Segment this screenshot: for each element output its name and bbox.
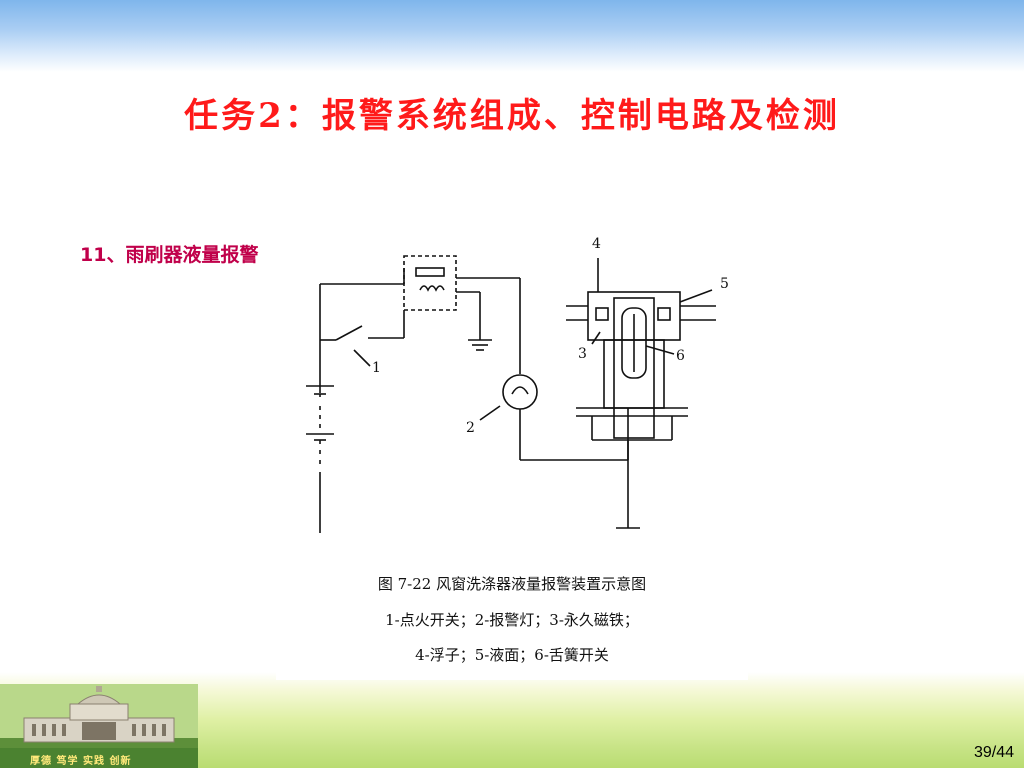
slide-title: 任务2：报警系统组成、控制电路及检测 (184, 96, 840, 136)
label-magnet: 3 (578, 346, 587, 362)
warning-lamp (502, 374, 538, 410)
relay-box (403, 255, 457, 311)
circuit-diagram (306, 255, 716, 533)
sky-gradient-background (0, 0, 1024, 72)
figure-caption-legend-1: 1-点火开关；2-报警灯；3-永久磁铁； (385, 611, 639, 629)
magnet-right (657, 307, 671, 321)
page-number: 39/44 (973, 744, 1014, 761)
label-reed-switch: 6 (676, 348, 685, 364)
section-heading: 11、雨刷器液量报警 (80, 244, 259, 266)
magnet-left (595, 307, 609, 321)
campus-building-logo (0, 684, 198, 768)
circuit-figure: 1 2 3 4 5 6 图 7-22 风窗洗涤器液量报警装置示意图 1-点火开关… (276, 228, 748, 680)
label-liquid-level: 5 (720, 276, 729, 292)
figure-caption-legend-2: 4-浮子；5-液面；6-舌簧开关 (415, 646, 609, 664)
reed-switch (621, 307, 647, 379)
label-ignition-switch: 1 (372, 360, 381, 376)
ignition-switch-blade (335, 325, 363, 341)
float (613, 297, 655, 439)
figure-caption-title: 图 7-22 风窗洗涤器液量报警装置示意图 (377, 575, 647, 593)
label-float: 4 (592, 236, 601, 252)
label-warning-lamp: 2 (466, 420, 475, 436)
school-motto: 厚德 笃学 实践 创新 (30, 756, 132, 767)
